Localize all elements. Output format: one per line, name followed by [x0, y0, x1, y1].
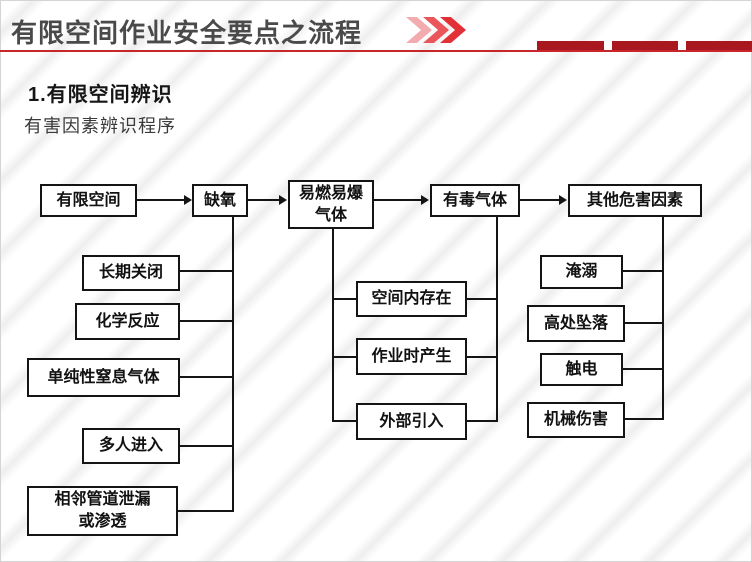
flow-node-multiple-people-entering: 多人进入: [82, 428, 180, 464]
flow-node-long-term-closed: 长期关闭: [82, 255, 180, 291]
flow-node-toxic-gas: 有毒气体: [430, 184, 520, 217]
connector-v: [496, 217, 498, 422]
connector-h: [467, 298, 498, 300]
arrow-head: [184, 195, 192, 205]
flow-node-flammable-explosive-gas: 易燃易爆 气体: [288, 180, 374, 229]
flow-node-mechanical-injury: 机械伤害: [527, 402, 625, 438]
connector-h: [520, 199, 559, 201]
connector-h: [332, 356, 356, 358]
header-rule: [0, 50, 752, 52]
flow-node-drowning: 淹溺: [540, 255, 623, 289]
connector-h: [180, 320, 234, 322]
triple-chevron-icon: [406, 17, 466, 43]
header-dash: [612, 41, 678, 50]
connector-h: [467, 356, 498, 358]
connector-v: [662, 217, 664, 420]
connector-h: [248, 199, 279, 201]
connector-v: [232, 217, 234, 512]
flow-node-adjacent-pipeline-leak: 相邻管道泄漏 或渗透: [27, 486, 178, 536]
connector-h: [180, 445, 234, 447]
connector-h: [178, 510, 234, 512]
flow-node-external-introduction: 外部引入: [356, 403, 467, 440]
slide-title: 有限空间作业安全要点之流程: [11, 18, 363, 48]
flow-node-simple-asphyxiating-gas: 单纯性窒息气体: [27, 358, 180, 397]
connector-h: [137, 199, 184, 201]
arrow-head: [279, 195, 287, 205]
section-subheading: 有害因素辨识程序: [24, 116, 176, 136]
flow-node-other-hazards: 其他危害因素: [568, 184, 702, 217]
connector-h: [625, 322, 664, 324]
flow-node-confined-space: 有限空间: [40, 184, 137, 217]
flow-node-electric-shock: 触电: [540, 353, 623, 386]
connector-h: [467, 420, 498, 422]
flow-node-chemical-reaction: 化学反应: [75, 303, 180, 340]
connector-h: [180, 376, 234, 378]
flow-node-fall-from-height: 高处坠落: [527, 305, 625, 342]
connector-h: [332, 420, 356, 422]
connector-h: [180, 270, 234, 272]
header-dash: [686, 41, 752, 50]
connector-h: [623, 270, 664, 272]
arrow-head: [421, 195, 429, 205]
connector-v: [332, 229, 334, 422]
arrow-head: [559, 195, 567, 205]
header-dash: [537, 41, 604, 50]
flow-node-oxygen-deficiency: 缺氧: [192, 184, 248, 217]
flow-node-generated-during-operation: 作业时产生: [356, 338, 467, 375]
connector-h: [374, 199, 421, 201]
section-heading: 1.有限空间辨识: [28, 84, 173, 106]
connector-h: [623, 368, 664, 370]
connector-h: [625, 418, 664, 420]
flow-node-existing-in-space: 空间内存在: [356, 281, 467, 317]
connector-h: [332, 298, 356, 300]
